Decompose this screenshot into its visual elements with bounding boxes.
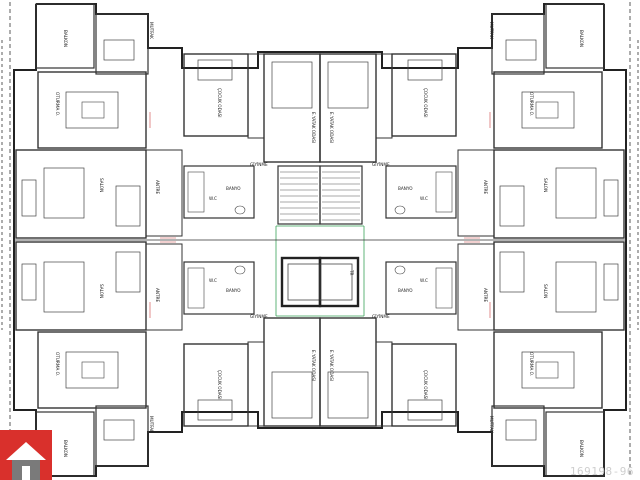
label-cocuk-top-right: ÇOCUK ODASI [423,88,428,118]
label-ebeveyn-top-right: E.YATAK ODASI [329,112,334,143]
label-banyo-lower-left: BANYO [226,288,241,293]
label-giyinme-lower-right: GİYİNME [372,314,390,319]
label-cocuk-bottom-left: ÇOCUK ODASI [217,370,222,400]
label-salon-upper-right: SALON [543,178,548,192]
label-wc-lower-right: W.C [420,278,428,283]
label-cocuk-bottom-right: ÇOCUK ODASI [423,370,428,400]
label-oturma-bottom-right: OTURMA O. [529,352,534,376]
label-wc-lower-left: W.C [209,278,217,283]
label-salon-upper-left: SALON [99,178,104,192]
label-mutfak-bottom-left: MUTFAK [149,416,154,433]
label-oturma-top-right: OTURMA O. [529,92,534,116]
label-banyo-upper-left: BANYO [226,186,241,191]
label-mutfak-top-right: MUTFAK [489,22,494,39]
label-ebeveyn-bottom-right: E.YATAK ODASI [329,350,334,381]
label-wc-upper-left: W.C [209,196,217,201]
label-antre-upper-left: ANTRE [155,180,160,194]
label-mutfak-top-left: MUTFAK [149,22,154,39]
label-oturma-bottom-left: OTURMA O. [55,352,60,376]
label-wc-upper-right: W.C [420,196,428,201]
label-antre-lower-left: ANTRE [155,288,160,302]
label-antre-lower-right: ANTRE [483,288,488,302]
label-cocuk-top-left: ÇOCUK ODASI [217,88,222,118]
label-banyo-lower-right: BANYO [398,288,413,293]
house-logo-icon [0,430,52,480]
label-ebeveyn-top-left: E.YATAK ODASI [311,112,316,143]
label-balkon-bottom-right: BALKON [579,440,584,457]
label-salon-lower-right: SALON [543,284,548,298]
label-oturma-top-left: OTURMA O. [55,92,60,116]
label-balkon-bottom-left: BALKON [63,440,68,457]
label-mutfak-bottom-right: MUTFAK [489,416,494,433]
label-ebeveyn-bottom-left: E.YATAK ODASI [311,350,316,381]
label-salon-lower-left: SALON [99,284,104,298]
watermark-id: 169198-96 [569,465,634,478]
label-giyinme-upper-right: GİYİNME [372,162,390,167]
label-giyinme-lower-left: GİYİNME [250,314,268,319]
label-balkon-top-left: BALKON [63,30,68,47]
label-banyo-upper-right: BANYO [398,186,413,191]
label-tr: TR [349,269,354,276]
label-giyinme-upper-left: GİYİNME [250,162,268,167]
label-antre-upper-right: ANTRE [483,180,488,194]
label-balkon-top-right: BALKON [579,30,584,47]
